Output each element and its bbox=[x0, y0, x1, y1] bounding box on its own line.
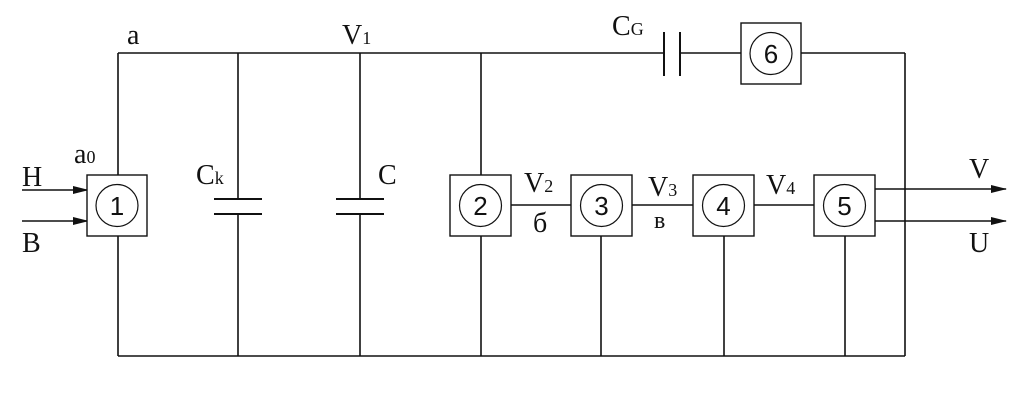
label-v1: V1 bbox=[342, 20, 371, 51]
label-output-u: U bbox=[969, 228, 989, 259]
capacitor-ck bbox=[214, 53, 262, 356]
label-cg: CG bbox=[612, 11, 644, 42]
block-2: 2 bbox=[449, 174, 512, 237]
label-output-v: V bbox=[969, 154, 989, 185]
capacitor-cg bbox=[663, 32, 681, 76]
block-5-number: 5 bbox=[837, 191, 851, 221]
block-3: 3 bbox=[570, 174, 633, 237]
block-1: 1 bbox=[86, 174, 148, 237]
label-node-a: a bbox=[127, 20, 140, 51]
label-v4: V4 bbox=[766, 170, 795, 201]
label-input-h: H bbox=[22, 162, 42, 193]
block-4-number: 4 bbox=[716, 191, 730, 221]
block-5: 5 bbox=[813, 174, 876, 237]
label-node-b: б bbox=[533, 208, 547, 239]
label-node-v: в bbox=[654, 208, 665, 234]
capacitor-c bbox=[336, 53, 384, 356]
label-input-b: B bbox=[22, 228, 41, 259]
block-1-number: 1 bbox=[110, 191, 124, 221]
label-node-a0: a0 bbox=[74, 139, 95, 170]
block-6: 6 bbox=[740, 22, 802, 85]
label-v3: V3 bbox=[648, 172, 677, 203]
label-v2: V2 bbox=[524, 168, 553, 199]
block-3-number: 3 bbox=[594, 191, 608, 221]
label-ck: Ck bbox=[196, 160, 224, 191]
block-2-number: 2 bbox=[473, 191, 487, 221]
block-6-number: 6 bbox=[764, 39, 778, 69]
block-4: 4 bbox=[692, 174, 755, 237]
label-c: C bbox=[378, 160, 397, 191]
